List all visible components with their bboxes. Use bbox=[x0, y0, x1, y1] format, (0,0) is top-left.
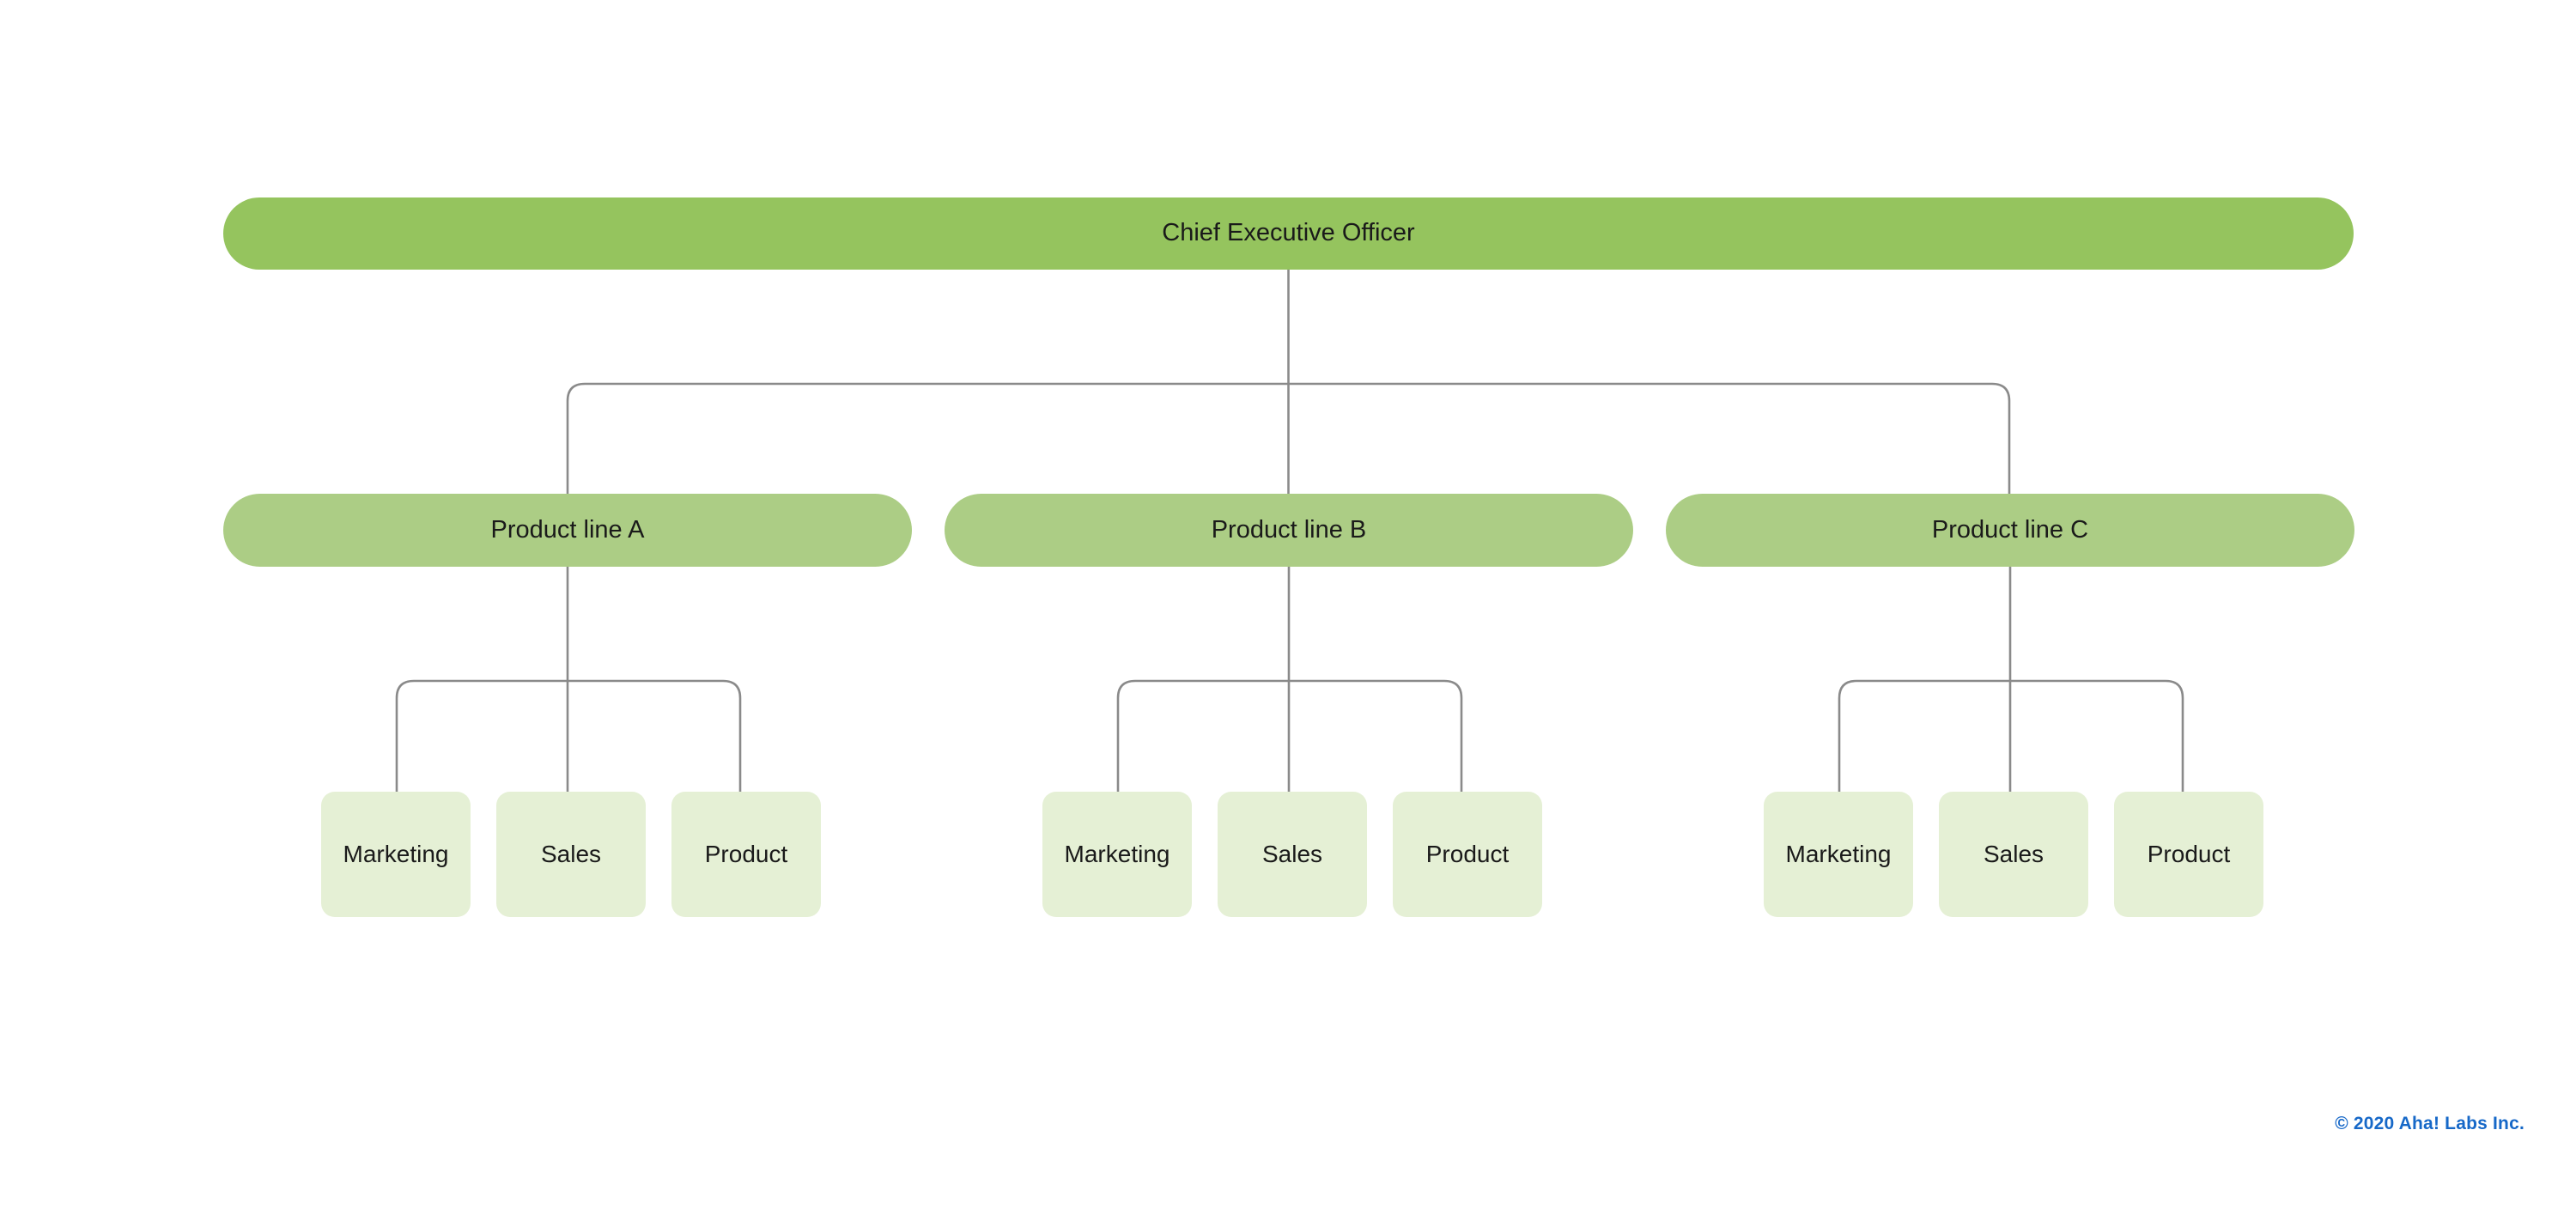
node-product-line-a-marketing[interactable]: Marketing bbox=[321, 792, 471, 917]
edge-pla-bus bbox=[395, 679, 742, 792]
node-product-line-c[interactable]: Product line C bbox=[1666, 494, 2354, 567]
node-product-line-b-sales[interactable]: Sales bbox=[1218, 792, 1367, 917]
node-product-line-a-product[interactable]: Product bbox=[671, 792, 821, 917]
node-label: Product line A bbox=[490, 515, 645, 544]
edge-plb-bus bbox=[1116, 679, 1463, 792]
node-product-line-b[interactable]: Product line B bbox=[945, 494, 1633, 567]
node-label: Product bbox=[1425, 840, 1510, 867]
copyright-notice: © 2020 Aha! Labs Inc. bbox=[2335, 1114, 2524, 1133]
node-product-line-a[interactable]: Product line A bbox=[223, 494, 912, 567]
node-product-line-b-product[interactable]: Product bbox=[1393, 792, 1542, 917]
node-label: Product bbox=[704, 840, 788, 867]
node-label: Marketing bbox=[343, 840, 449, 867]
node-chief-executive-officer[interactable]: Chief Executive Officer bbox=[223, 197, 2354, 270]
node-label: Chief Executive Officer bbox=[1162, 219, 1415, 247]
edge-ceo-bus bbox=[566, 382, 2011, 494]
node-product-line-b-marketing[interactable]: Marketing bbox=[1042, 792, 1192, 917]
node-product-line-c-product[interactable]: Product bbox=[2114, 792, 2263, 917]
node-label: Marketing bbox=[1064, 840, 1170, 867]
node-label: Product line B bbox=[1211, 515, 1367, 544]
node-label: Marketing bbox=[1785, 840, 1892, 867]
node-product-line-c-sales[interactable]: Sales bbox=[1939, 792, 2088, 917]
node-product-line-a-sales[interactable]: Sales bbox=[496, 792, 646, 917]
node-label: Sales bbox=[1983, 840, 2044, 867]
node-label: Sales bbox=[540, 840, 602, 867]
edge-plc-bus bbox=[1838, 679, 2184, 792]
node-label: Product bbox=[2147, 840, 2231, 867]
node-label: Sales bbox=[1261, 840, 1323, 867]
node-label: Product line C bbox=[1931, 515, 2089, 544]
node-product-line-c-marketing[interactable]: Marketing bbox=[1764, 792, 1913, 917]
